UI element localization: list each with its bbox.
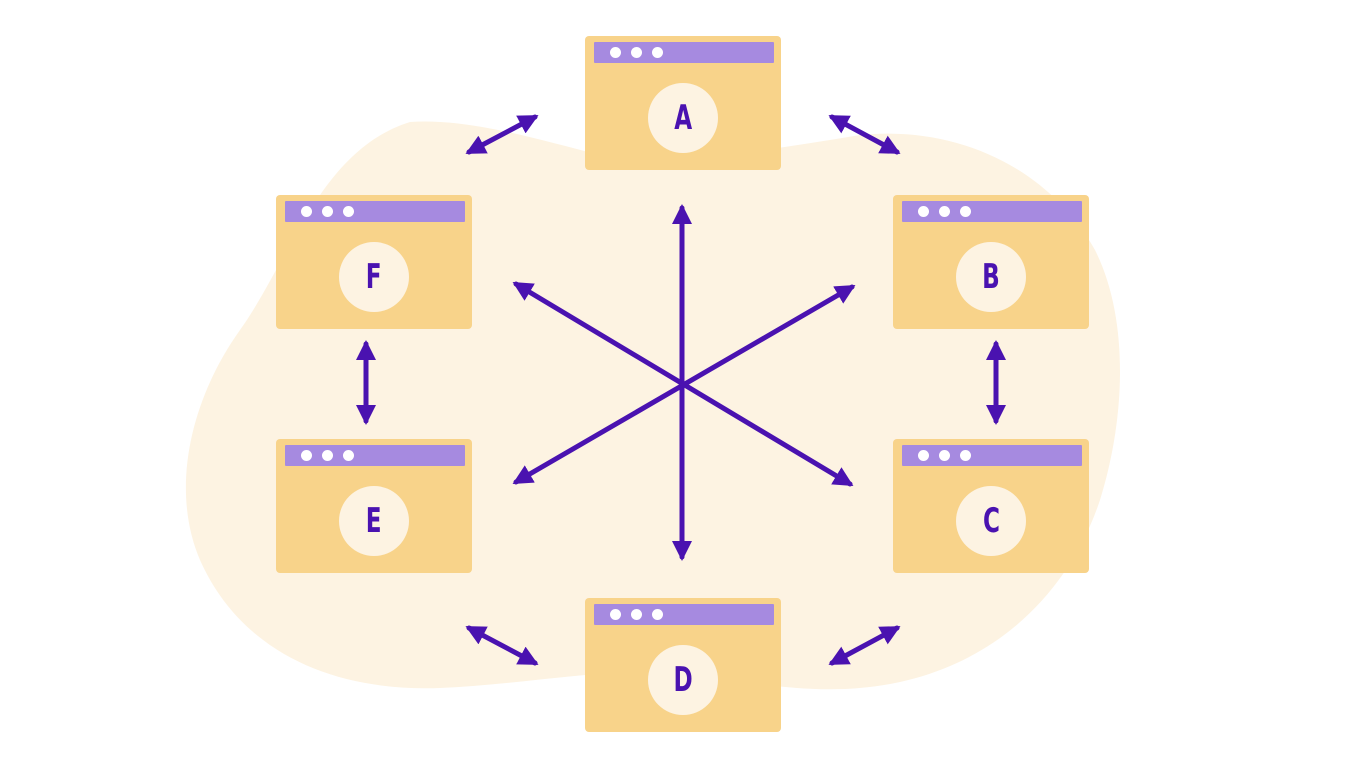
window-dot-icon (939, 206, 950, 217)
arrow-f-a (465, 114, 539, 155)
node-badge: C (956, 486, 1026, 556)
node-label-c: C (982, 501, 1000, 541)
window-dot-icon (343, 206, 354, 217)
node-label-a: A (674, 98, 692, 138)
window-dot-icon (322, 450, 333, 461)
window-dot-icon (610, 47, 621, 58)
window-title-bar (285, 201, 465, 222)
node-badge: D (648, 645, 718, 715)
window-title-bar (594, 42, 774, 63)
window-dot-icon (918, 206, 929, 217)
window-dot-icon (631, 609, 642, 620)
node-label-f: F (366, 257, 382, 297)
window-title-bar (902, 201, 1082, 222)
window-node-e: E (276, 439, 472, 573)
window-dot-icon (322, 206, 333, 217)
window-dot-icon (301, 450, 312, 461)
window-dot-icon (960, 206, 971, 217)
node-label-d: D (673, 660, 693, 700)
arrow-c-d (828, 625, 901, 666)
arrow-f-c (512, 281, 854, 487)
window-dot-icon (631, 47, 642, 58)
window-dot-icon (652, 609, 663, 620)
window-node-b: B (893, 195, 1089, 329)
arrow-a-b (828, 114, 901, 155)
window-title-bar (902, 445, 1082, 466)
window-node-a: A (585, 36, 781, 170)
window-dot-icon (652, 47, 663, 58)
arrow-d-e (465, 625, 539, 666)
node-badge: A (648, 83, 718, 153)
window-node-d: D (585, 598, 781, 732)
window-dot-icon (343, 450, 354, 461)
window-dot-icon (610, 609, 621, 620)
window-node-f: F (276, 195, 472, 329)
node-label-b: B (982, 257, 1000, 297)
window-node-c: C (893, 439, 1089, 573)
node-label-e: E (366, 501, 382, 541)
node-badge: E (339, 486, 409, 556)
node-badge: F (339, 242, 409, 312)
node-badge: B (956, 242, 1026, 312)
window-dot-icon (939, 450, 950, 461)
window-dot-icon (960, 450, 971, 461)
window-dot-icon (301, 206, 312, 217)
window-dot-icon (918, 450, 929, 461)
window-title-bar (285, 445, 465, 466)
window-title-bar (594, 604, 774, 625)
